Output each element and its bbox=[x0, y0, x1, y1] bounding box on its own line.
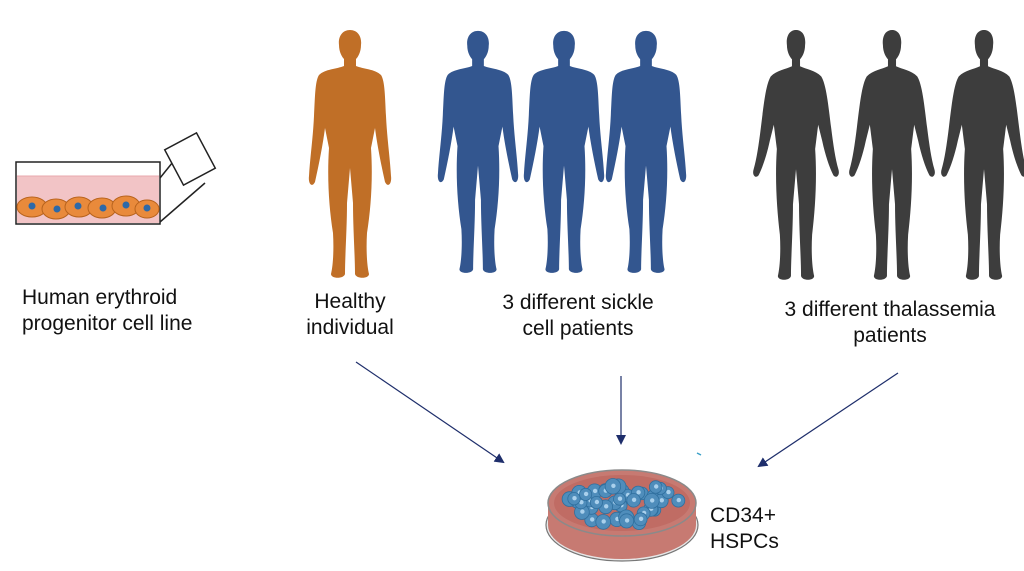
thalassemia-patient-1 bbox=[753, 30, 839, 280]
hspc-cell-nucleus bbox=[583, 491, 589, 497]
arrow-healthy bbox=[355, 361, 505, 464]
thalassemia-patient-2 bbox=[849, 30, 935, 280]
hspc-cell-nucleus bbox=[654, 484, 659, 489]
hspc-cell-nucleus bbox=[650, 498, 655, 503]
hspc-cell-nucleus bbox=[601, 519, 606, 524]
sickle-patient-2 bbox=[523, 30, 605, 273]
sickle-patient-figures bbox=[437, 30, 687, 273]
hspc-cell-nucleus bbox=[572, 496, 577, 501]
sickle-patient-1 bbox=[437, 30, 519, 273]
hspc-cell-nucleus bbox=[590, 517, 595, 522]
culture-flask-icon bbox=[15, 131, 217, 225]
cell-line-label: Human erythroid progenitor cell line bbox=[22, 286, 193, 335]
thalassemia-label: 3 different thalassemia patients bbox=[784, 298, 996, 347]
hspc-cell-nucleus bbox=[659, 498, 664, 503]
hspc-cell-nucleus bbox=[638, 516, 644, 521]
hspc-cell-nucleus bbox=[636, 490, 641, 495]
thalassemia-patient-figures bbox=[753, 30, 1024, 280]
hspc-cell-nucleus bbox=[666, 489, 671, 495]
arrows bbox=[355, 361, 899, 468]
petri-dish-icon bbox=[545, 469, 699, 562]
hspc-cells bbox=[561, 478, 686, 531]
hspc-cell-nucleus bbox=[592, 488, 598, 494]
sickle-patient-3 bbox=[605, 30, 687, 273]
hspc-cell-nucleus bbox=[624, 518, 630, 523]
hspc-cell-nucleus bbox=[594, 499, 600, 505]
hspc-cell-nucleus bbox=[631, 497, 637, 502]
healthy-label: Healthy individual bbox=[306, 290, 394, 339]
flask-cells bbox=[16, 195, 160, 220]
arrow-thalassemia bbox=[757, 372, 899, 468]
hspc-cell-nucleus bbox=[676, 497, 681, 503]
hspc-label: CD34+ HSPCs bbox=[710, 504, 779, 553]
hspc-cell-nucleus bbox=[604, 504, 609, 509]
hspc-cell-nucleus bbox=[579, 500, 584, 505]
healthy-individual-figure bbox=[308, 30, 392, 278]
hspc-cell-nucleus bbox=[611, 483, 616, 488]
hspc-cell-nucleus bbox=[580, 509, 585, 514]
thalassemia-patient-3 bbox=[941, 30, 1024, 280]
sickle-label: 3 different sickle cell patients bbox=[502, 291, 654, 340]
hspc-cell-nucleus bbox=[617, 496, 623, 501]
